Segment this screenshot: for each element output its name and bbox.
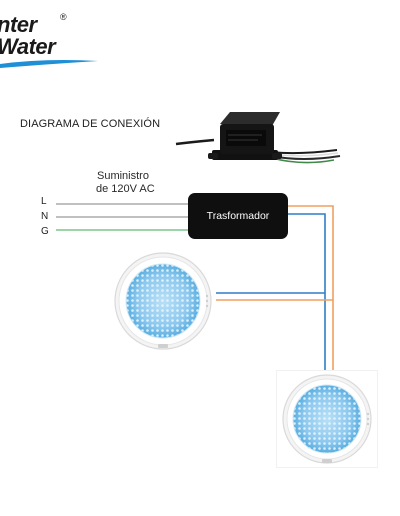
transformer-block: Trasformador (188, 193, 288, 239)
wire-blue-output (288, 213, 326, 372)
power-transformer-icon (175, 112, 341, 164)
terminal-label-g: G (41, 226, 49, 237)
diagram-title: DIAGRAMA DE CONEXIÓN (20, 118, 161, 130)
pool-light-1 (110, 248, 216, 354)
led-pool-light-icon (282, 374, 372, 464)
supply-label-line2: de 120V AC (96, 183, 155, 195)
transformer-label: Trasformador (206, 210, 270, 222)
terminal-label-n: N (41, 211, 49, 222)
logo-text-top: nter (0, 12, 37, 37)
led-pool-light-icon (114, 252, 212, 350)
registered-mark: ® (60, 12, 67, 22)
wire-orange-output (288, 205, 334, 372)
logo-text-bottom: Water (0, 34, 56, 59)
pool-light-2 (276, 370, 378, 468)
terminal-label-l: L (41, 196, 47, 207)
supply-label-line1: Suministro (97, 170, 149, 182)
logo-swoosh-icon (0, 60, 98, 68)
